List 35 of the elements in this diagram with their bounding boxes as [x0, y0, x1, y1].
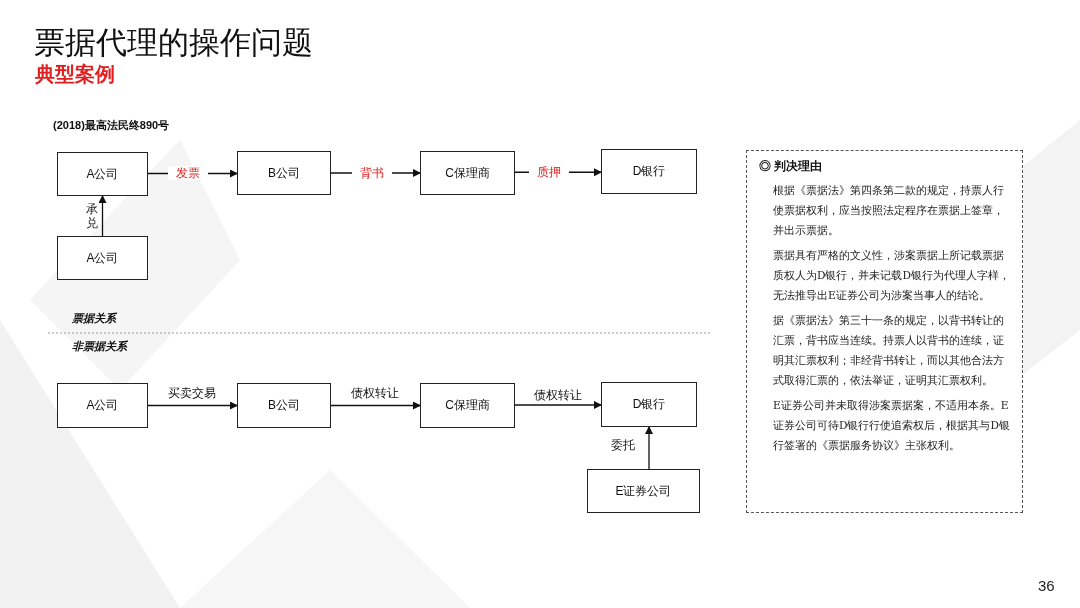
- arrow: [514, 401, 602, 409]
- edge-label: 买卖交易: [168, 386, 216, 400]
- paragraph: 票据具有严格的文义性，涉案票据上所记载票据质权人为D银行，并未记载D银行为代理人字样，无法推导出E证券公司为涉案当事人的结论。: [773, 248, 1011, 303]
- paragraph: E证券公司并未取得涉案票据案，不适用本条。E证券公司可待D银行行使追索权后，根据其与D银行签署的《票据服务协议》主张权利。: [773, 398, 1011, 453]
- paragraph: 据《票据法》第三十一条的规定，以背书转让的汇票，背书应当连续。持票人以背书的连续，证明其汇票权利；非经背书转让，而以其他合法方式取得汇票的，依法举证，证明其汇票权利。: [773, 313, 1005, 388]
- edge-label: 债权转让: [534, 388, 582, 402]
- arrow: [645, 426, 653, 470]
- section-label: 票据关系: [72, 311, 116, 326]
- entity-box: A公司: [57, 383, 148, 428]
- entity-box: A公司: [57, 152, 148, 196]
- entity-box: E证券公司: [587, 469, 700, 513]
- edge-label: 发票: [168, 166, 208, 180]
- section-label: 非票据关系: [72, 339, 127, 354]
- entity-box: B公司: [237, 151, 331, 195]
- edge-label: 委托: [611, 438, 635, 452]
- arrow: [330, 401, 421, 410]
- entity-box: C保理商: [420, 383, 515, 428]
- reasoning-panel: [746, 150, 1023, 513]
- edge-label: 质押: [529, 165, 569, 179]
- edge-label: 背书: [352, 166, 392, 180]
- panel-heading: ◎ 判决理由: [759, 159, 824, 174]
- entity-box: C保理商: [420, 151, 515, 195]
- edge-label: 债权转让: [351, 386, 399, 400]
- arrow: [98, 195, 107, 237]
- entity-box: A公司: [57, 236, 148, 280]
- arrow: [147, 401, 238, 410]
- page-number: 36: [1038, 577, 1055, 594]
- entity-box: D银行: [601, 149, 697, 194]
- entity-box: D银行: [601, 382, 697, 427]
- title: 票据代理的操作问题: [34, 24, 313, 62]
- edge-label: 承兑: [86, 202, 99, 230]
- entity-box: B公司: [237, 383, 331, 428]
- paragraph: 根据《票据法》第四条第二款的规定，持票人行使票据权利，应当按照法定程序在票据上签章，并出示票据。: [773, 183, 1005, 238]
- subtitle: 典型案例: [35, 61, 115, 88]
- case-number: (2018)最高法民终890号: [53, 118, 170, 133]
